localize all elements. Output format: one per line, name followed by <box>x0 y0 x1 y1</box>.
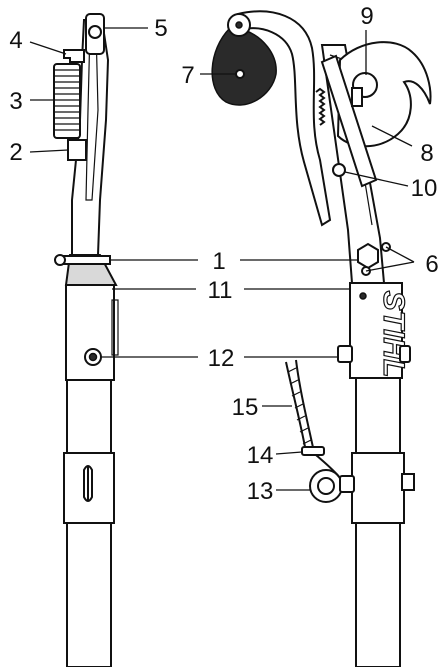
leader-2 <box>29 149 69 153</box>
callout-7: 7 <box>181 62 194 89</box>
leader-4 <box>29 41 67 55</box>
left-pulley-wheel <box>88 25 102 39</box>
left-bolt-head <box>54 254 66 266</box>
right-eyelet-bolt <box>339 475 355 493</box>
leader-8 <box>371 125 413 147</box>
right-rope-clip <box>301 446 325 456</box>
callout-1: 1 <box>212 248 225 275</box>
right-hook-arm <box>236 10 332 227</box>
callout-12: 12 <box>208 345 235 372</box>
callout-4: 4 <box>9 27 22 54</box>
left-head-housing <box>65 284 115 381</box>
callout-8: 8 <box>420 140 433 167</box>
right-housing-bolt-right <box>399 345 411 363</box>
leader-14 <box>275 451 303 455</box>
leader-lines <box>29 27 415 491</box>
right-rope-eyelet-hole <box>317 477 335 495</box>
callout-14: 14 <box>247 442 274 469</box>
right-gear-rack <box>315 87 326 126</box>
right-pruner-front-view: STIHL <box>211 10 432 667</box>
right-clamp-bolt <box>401 473 415 491</box>
right-hook-blade <box>336 41 432 148</box>
callout-13: 13 <box>247 478 274 505</box>
callout-3: 3 <box>9 88 22 115</box>
right-rope-to-eyelet <box>315 454 341 479</box>
right-lever-pivot <box>332 163 346 177</box>
right-head-housing <box>349 282 403 379</box>
left-housing-screw-center <box>88 352 98 362</box>
callout-5: 5 <box>154 15 167 42</box>
right-pole-clamp <box>351 452 405 524</box>
right-housing-bolt-left <box>337 345 353 363</box>
right-stop-pin-slot <box>351 87 363 107</box>
right-main-bolt-hex <box>357 242 379 270</box>
callout-numbers: 1 2 3 4 5 6 7 8 9 10 11 12 13 14 15 <box>9 3 438 505</box>
leader-6a <box>385 246 415 263</box>
callout-10: 10 <box>411 175 438 202</box>
left-pruner-side-view <box>53 13 119 667</box>
right-housing-dot <box>359 292 367 300</box>
callout-15: 15 <box>232 394 259 421</box>
left-housing-detail <box>111 299 119 356</box>
callout-9: 9 <box>360 3 373 30</box>
right-pulley-axle <box>235 69 245 79</box>
right-pull-rope <box>285 359 315 453</box>
leader-10 <box>344 171 409 187</box>
left-spring-bracket <box>63 49 85 63</box>
right-lever-arm <box>320 54 378 188</box>
right-pulley-top-pin <box>235 21 243 29</box>
right-rope-twist <box>287 367 312 445</box>
brand-logo: STIHL <box>377 291 410 378</box>
left-return-spring <box>53 63 81 139</box>
callout-11: 11 <box>208 277 233 304</box>
right-pulley-wheel <box>211 27 277 106</box>
left-lower-bracket <box>67 139 87 161</box>
callout-6: 6 <box>425 251 438 278</box>
callout-2: 2 <box>9 139 22 166</box>
left-clamp-slot <box>83 465 93 502</box>
leader-6b <box>365 261 415 272</box>
